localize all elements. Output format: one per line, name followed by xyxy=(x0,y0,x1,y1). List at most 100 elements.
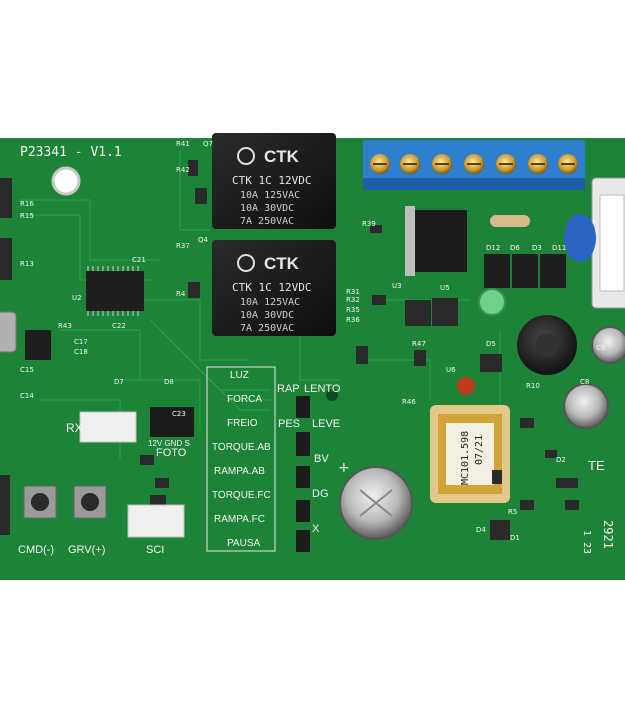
refdes-label: R10 xyxy=(526,382,540,390)
refdes-label: U6 xyxy=(446,366,456,374)
label-torque-fc: TORQUE.FC xyxy=(212,490,271,501)
te-label: TE xyxy=(588,458,605,473)
refdes-label: R32 xyxy=(346,296,360,304)
refdes-label: R13 xyxy=(20,260,34,268)
refdes-label: C15 xyxy=(20,366,34,374)
rx-label: RX xyxy=(66,421,83,435)
relay-k1: CTK CTK 1C 12VDC 10A 125VAC 10A 30VDC 7A… xyxy=(212,133,336,229)
relay-k2: CTK CTK 1C 12VDC 10A 125VAC 10A 30VDC 7A… xyxy=(212,240,336,336)
sci-connector xyxy=(127,504,185,538)
refdes-label: D3 xyxy=(532,244,542,252)
refdes-label: U2 xyxy=(72,294,82,302)
relay-rating-2: 10A 30VDC xyxy=(240,203,294,214)
label-rap: RAP xyxy=(277,383,300,395)
refdes-label: R37 xyxy=(176,242,190,250)
refdes-label: R39 xyxy=(362,220,376,228)
transformer-code: MC101.598 xyxy=(460,431,471,485)
label-rampa-ab: RAMPA.AB xyxy=(214,466,265,477)
refdes-label: C8 xyxy=(580,378,589,386)
label-x: X xyxy=(312,523,320,535)
refdes-label: R41 xyxy=(176,140,190,148)
refdes-label: C6 xyxy=(596,344,606,352)
left-pin-header xyxy=(0,178,12,535)
inductor-core xyxy=(535,333,559,357)
screw-terminal-block xyxy=(363,140,585,190)
refdes-label: R31 xyxy=(346,288,360,296)
ic-u2 xyxy=(86,271,144,311)
fuse xyxy=(599,194,625,292)
refdes-label: C14 xyxy=(20,392,34,400)
label-pausa: PAUSA xyxy=(227,538,260,549)
electrolytic-capacitor xyxy=(563,383,609,429)
refdes-label: R35 xyxy=(346,306,360,314)
resistor xyxy=(490,215,530,227)
refdes-label: R36 xyxy=(346,316,360,324)
blue-x-capacitor xyxy=(564,214,596,262)
date-mark: 1 23 xyxy=(581,530,592,554)
copper-traces xyxy=(20,150,501,460)
foto-pins-label: 12V GND S xyxy=(148,439,190,448)
label-bv: BV xyxy=(314,453,329,465)
label-freio: FREIO xyxy=(227,418,258,429)
relay-rating-3: 7A 250VAC xyxy=(240,323,294,334)
relay-rating-1: 10A 125VAC xyxy=(240,297,300,308)
relay-brand-label: CTK xyxy=(264,254,300,273)
refdes-label: D5 xyxy=(486,340,496,348)
relay-rating-2: 10A 30VDC xyxy=(240,310,294,321)
refdes-label: C22 xyxy=(112,322,126,330)
refdes-label: U3 xyxy=(392,282,402,290)
jumper-headers xyxy=(296,396,310,552)
refdes-label: D4 xyxy=(476,526,486,534)
foto-connector xyxy=(150,407,194,437)
crystal xyxy=(0,311,17,353)
regulator-tab xyxy=(405,206,415,276)
refdes-label: R16 xyxy=(20,200,34,208)
refdes-label: D1 xyxy=(510,534,520,542)
foto-label: FOTO xyxy=(156,447,187,459)
label-torque-ab: TORQUE.AB xyxy=(212,442,271,453)
refdes-label: C17 xyxy=(74,338,88,346)
refdes-label: C23 xyxy=(172,410,186,418)
refdes-label: R42 xyxy=(176,166,190,174)
refdes-label: D7 xyxy=(114,378,124,386)
refdes-label: D6 xyxy=(510,244,520,252)
jumper-labels: RAP LENTO PES LEVE BV DG X xyxy=(277,383,341,535)
label-leve: LEVE xyxy=(312,418,340,430)
refdes-label: R15 xyxy=(20,212,34,220)
refdes-label: D8 xyxy=(164,378,174,386)
refdes-label: R5 xyxy=(508,508,517,516)
refdes-label: D2 xyxy=(556,456,566,464)
refdes-label: R46 xyxy=(402,398,416,406)
rectifier-diodes xyxy=(484,254,566,288)
label-forca: FORCA xyxy=(227,394,262,405)
mounting-hole xyxy=(51,166,81,196)
sci-label: SCI xyxy=(146,544,164,556)
relay-brand-label: CTK xyxy=(264,147,300,166)
board-model-label: P23341 - V1.1 xyxy=(20,145,122,160)
label-dg: DG xyxy=(312,488,329,500)
capacitor-vent xyxy=(359,489,393,517)
refdes-label: C18 xyxy=(74,348,88,356)
refdes-label: U5 xyxy=(440,284,450,292)
grv-button[interactable] xyxy=(73,485,107,519)
label-luz: LUZ xyxy=(230,370,249,381)
label-pes: PES xyxy=(278,418,300,430)
label-rampa-fc: RAMPA.FC xyxy=(214,514,265,525)
refdes-label: Q4 xyxy=(198,236,209,244)
refdes-label: R4 xyxy=(176,290,186,298)
board-code: 2921 xyxy=(601,520,615,549)
relay-model-label: CTK 1C 12VDC xyxy=(232,174,311,187)
plus-sign: + xyxy=(338,460,350,476)
electrolytic-capacitor xyxy=(591,326,625,364)
cmd-button[interactable] xyxy=(23,485,57,519)
refdes-label: Q7 xyxy=(203,140,213,148)
transformer-date: 07/21 xyxy=(474,435,485,465)
label-lento: LENTO xyxy=(304,383,341,395)
grv-button-label: GRV(+) xyxy=(68,544,105,556)
smd-components xyxy=(140,160,579,540)
relay-rating-1: 10A 125VAC xyxy=(240,190,300,201)
refdes-label: D11 xyxy=(552,244,566,252)
transformer: MC101.598 07/21 xyxy=(430,405,510,503)
ic-small xyxy=(25,330,51,360)
